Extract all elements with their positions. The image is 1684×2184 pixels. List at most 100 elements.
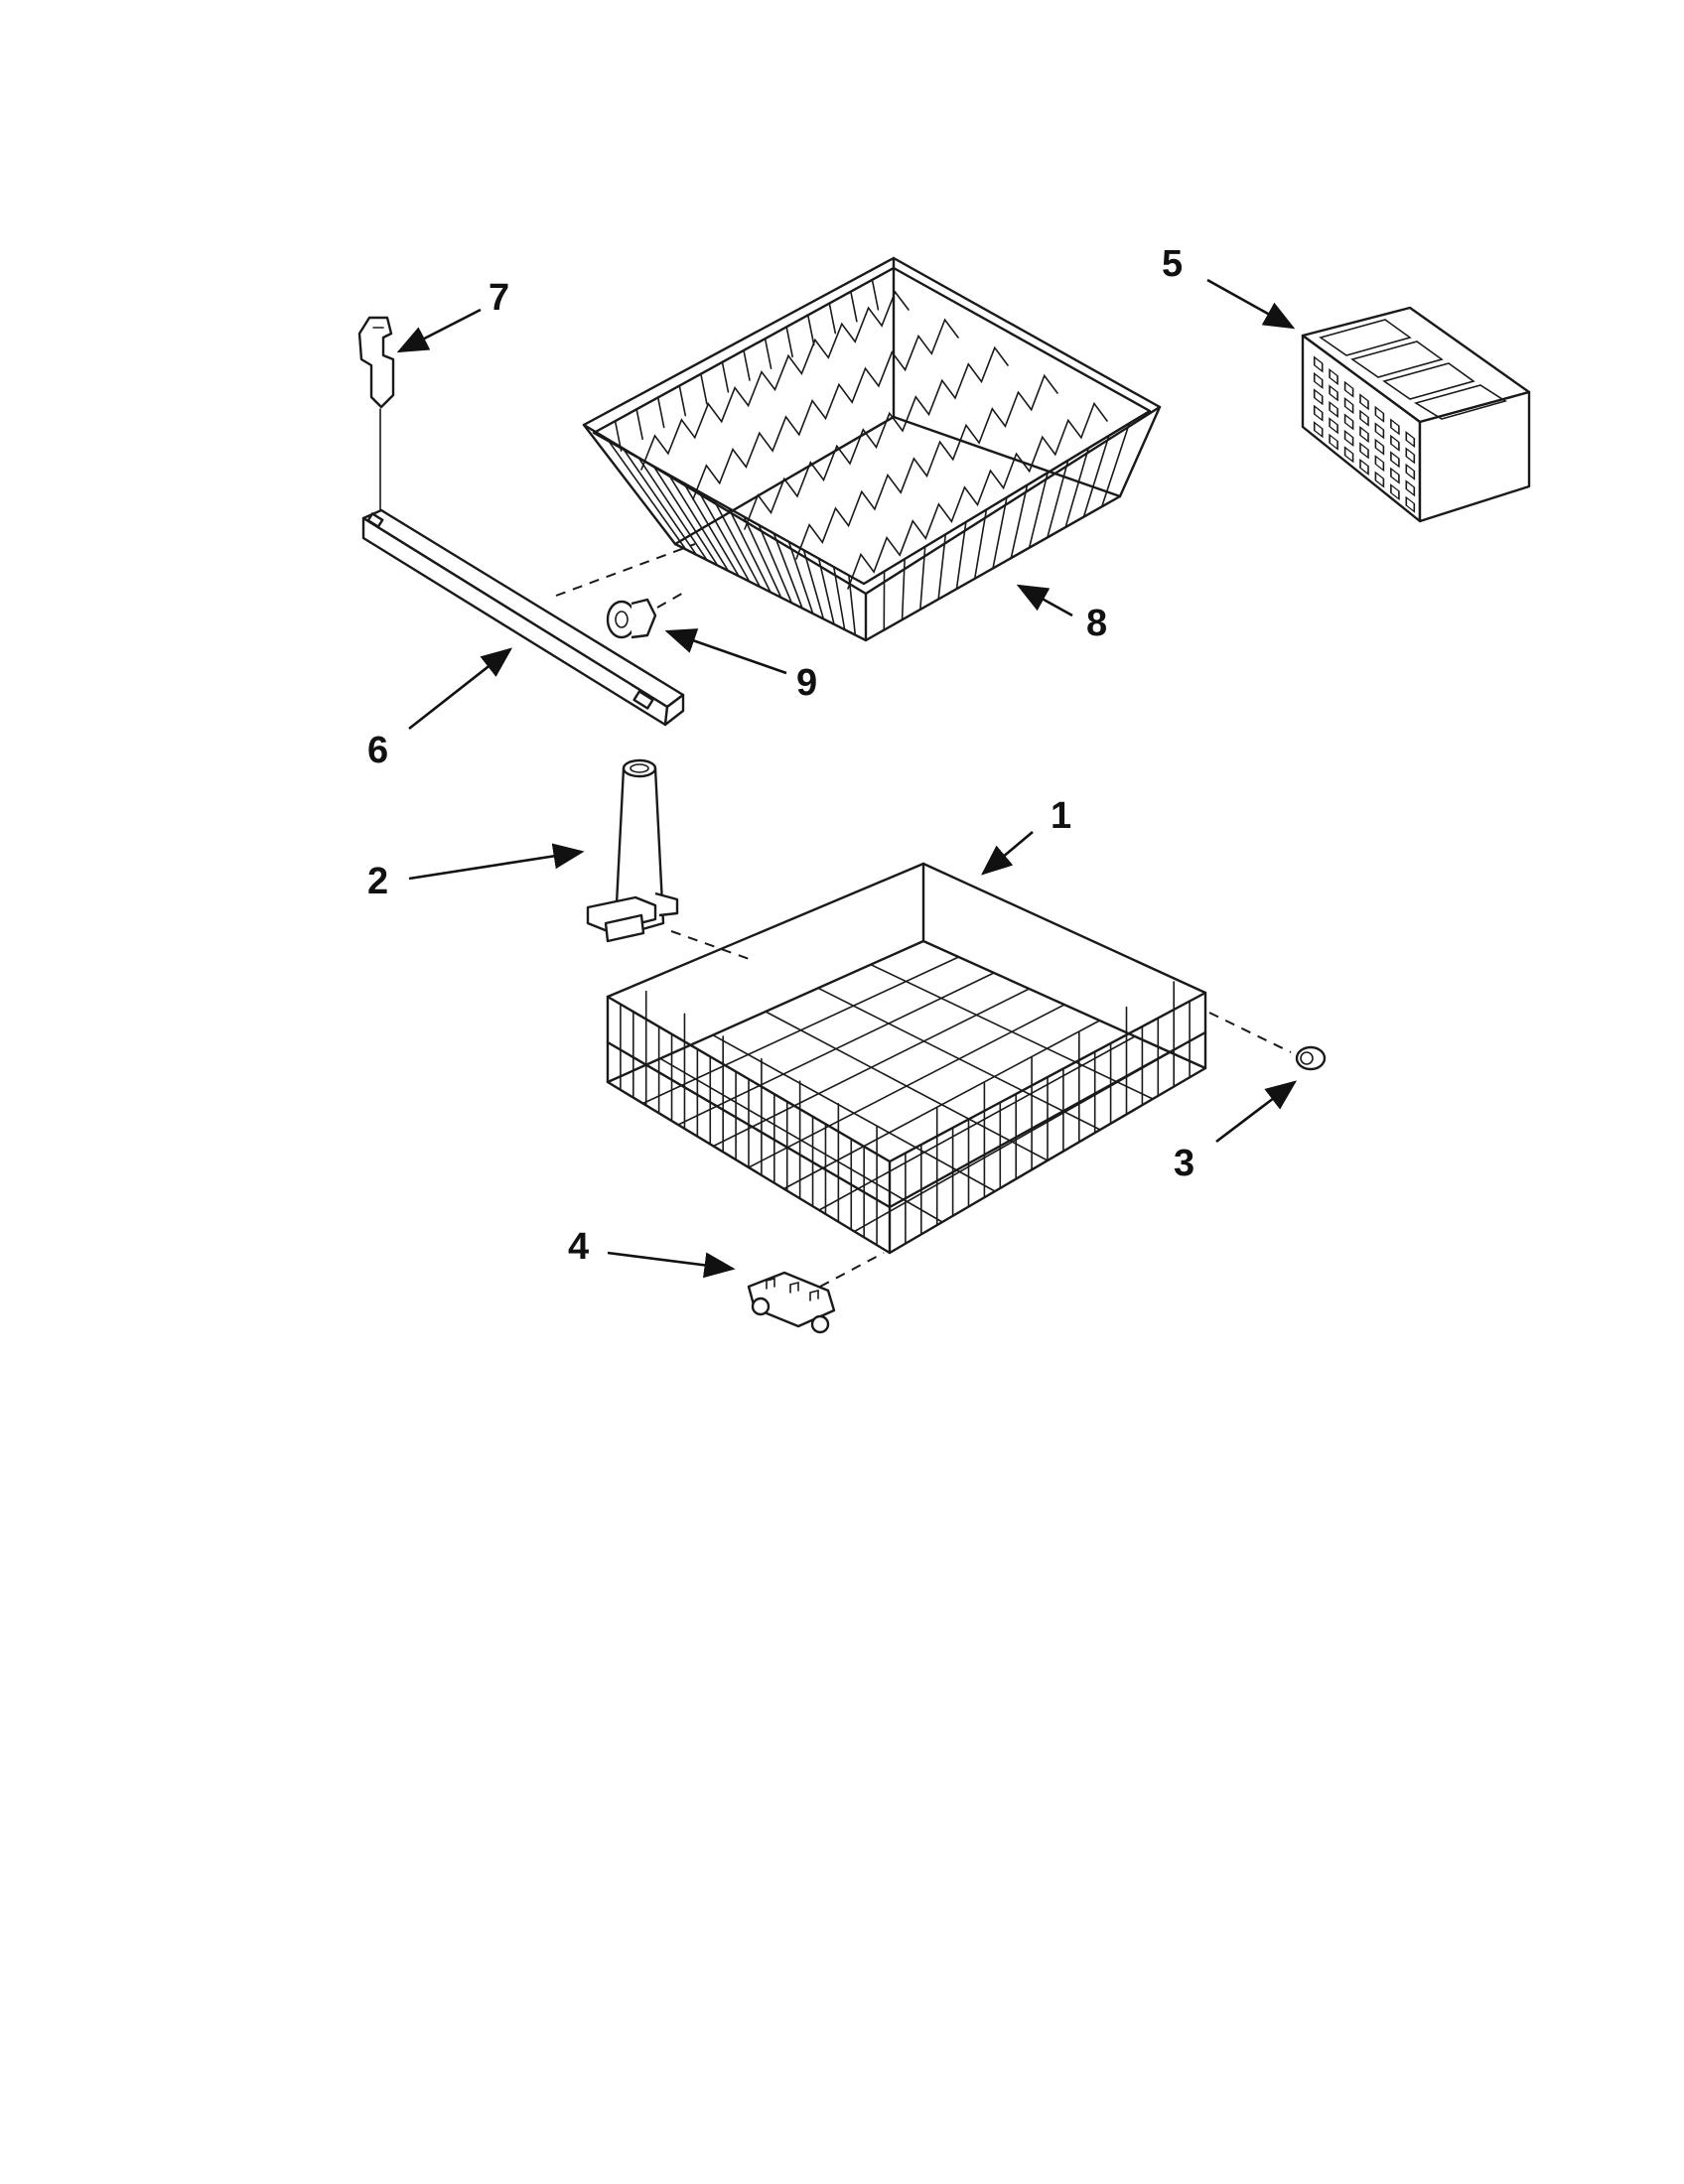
rack-wire bbox=[888, 1030, 1207, 1209]
rack-wire bbox=[743, 349, 751, 381]
rack-wire bbox=[1047, 459, 1069, 539]
basket-hole bbox=[1374, 438, 1385, 456]
rack-wire bbox=[764, 338, 772, 369]
rack-wire bbox=[992, 496, 1008, 570]
callout-4: 4 bbox=[568, 1226, 589, 1268]
basket-hole bbox=[1313, 388, 1324, 406]
rack-wire bbox=[614, 420, 623, 452]
rack-wire bbox=[772, 532, 803, 610]
rack-roller-end bbox=[1295, 1045, 1327, 1071]
rack-wire bbox=[743, 515, 782, 599]
basket-hole bbox=[1359, 393, 1369, 411]
callout-5: 5 bbox=[1162, 243, 1183, 285]
rack-wire bbox=[919, 545, 926, 611]
basket-hole bbox=[1374, 405, 1385, 423]
basket-hole bbox=[1390, 434, 1400, 452]
rack-wire bbox=[652, 465, 719, 567]
basket-hole bbox=[1390, 451, 1400, 469]
rack-wire bbox=[623, 449, 698, 556]
basket-hole bbox=[1329, 367, 1338, 386]
basket-hole bbox=[1405, 447, 1416, 465]
rack-wire bbox=[728, 507, 772, 594]
rack-wire bbox=[850, 290, 858, 323]
basket-hole bbox=[1374, 455, 1385, 473]
rack-wire bbox=[606, 1040, 892, 1209]
rack-wire bbox=[785, 326, 793, 358]
rack-tine-row bbox=[692, 318, 959, 500]
basket-hole bbox=[1313, 371, 1324, 389]
rack-wire bbox=[608, 440, 687, 551]
rack-wire bbox=[1010, 483, 1029, 559]
rack-wire bbox=[1100, 422, 1131, 508]
lower-rack-wheel bbox=[747, 1271, 836, 1334]
rack-tine-row bbox=[795, 373, 1058, 560]
basket-hole bbox=[1343, 380, 1354, 398]
rack-wire bbox=[1082, 435, 1110, 518]
basket-hole bbox=[1313, 404, 1324, 422]
basket-hole bbox=[1405, 431, 1416, 449]
basket-hole bbox=[1359, 458, 1369, 477]
basket-hole bbox=[1329, 400, 1338, 418]
spray-tower bbox=[586, 758, 679, 943]
basket-hole bbox=[1343, 413, 1354, 431]
rack-wire bbox=[832, 566, 846, 631]
basket-hole bbox=[1405, 479, 1416, 497]
rack-wire bbox=[635, 408, 643, 441]
track-stop-clip bbox=[357, 316, 395, 517]
basket-hole bbox=[1359, 409, 1369, 427]
basket-hole bbox=[1390, 467, 1400, 484]
basket-hole bbox=[1390, 418, 1400, 436]
basket-hole bbox=[1405, 463, 1416, 480]
basket-hole bbox=[1313, 421, 1324, 439]
rack-wire bbox=[1064, 447, 1090, 528]
basket-hole bbox=[1343, 429, 1354, 448]
rack-wire bbox=[713, 498, 762, 588]
rack-tine-row bbox=[847, 401, 1108, 590]
rack-wire bbox=[937, 533, 947, 601]
rack-wire bbox=[667, 474, 730, 572]
basket-hole bbox=[1374, 471, 1385, 488]
rack-tine-row bbox=[744, 345, 1009, 530]
rack-wire bbox=[637, 457, 708, 561]
callout-6: 6 bbox=[367, 730, 388, 771]
rack-wire bbox=[871, 279, 880, 311]
rack-wire bbox=[659, 1057, 943, 1223]
basket-hole bbox=[1343, 397, 1354, 415]
rack-wire bbox=[656, 396, 665, 429]
silverware-basket bbox=[1301, 306, 1531, 523]
basket-hole bbox=[1359, 442, 1369, 460]
lower-dishrack bbox=[606, 862, 1207, 1255]
rack-wire bbox=[955, 521, 967, 591]
rack-wire bbox=[806, 314, 815, 346]
rack-wire bbox=[870, 963, 1154, 1100]
basket-hole bbox=[1405, 495, 1416, 513]
basket-hole bbox=[1313, 355, 1324, 373]
basket-hole bbox=[1329, 433, 1338, 451]
rack-wire bbox=[721, 361, 730, 393]
rack-wire bbox=[1028, 472, 1049, 549]
rack-wire bbox=[901, 558, 906, 621]
rack-tine-row bbox=[640, 290, 910, 471]
basket-hole bbox=[1359, 426, 1369, 444]
rack-wire bbox=[765, 1011, 1049, 1161]
rack-wire bbox=[817, 557, 835, 625]
basket-hole bbox=[1329, 417, 1338, 435]
rack-track bbox=[361, 508, 685, 727]
rack-wire bbox=[678, 384, 687, 417]
rack-wire bbox=[802, 549, 825, 620]
basket-hole bbox=[1343, 446, 1354, 464]
upper-rack-roller bbox=[606, 598, 657, 639]
callout-7: 7 bbox=[489, 277, 509, 319]
leader-lines bbox=[396, 278, 1298, 1279]
rack-wire bbox=[973, 508, 988, 580]
callout-9: 9 bbox=[796, 662, 817, 704]
rack-wire bbox=[828, 302, 837, 335]
basket-hole bbox=[1374, 422, 1385, 440]
callout-1: 1 bbox=[1051, 795, 1071, 837]
callout-3: 3 bbox=[1174, 1143, 1194, 1184]
basket-hole bbox=[1329, 384, 1338, 402]
upper-dishrack bbox=[582, 256, 1162, 642]
rack-wire bbox=[787, 540, 814, 614]
rack-wire bbox=[700, 372, 708, 405]
